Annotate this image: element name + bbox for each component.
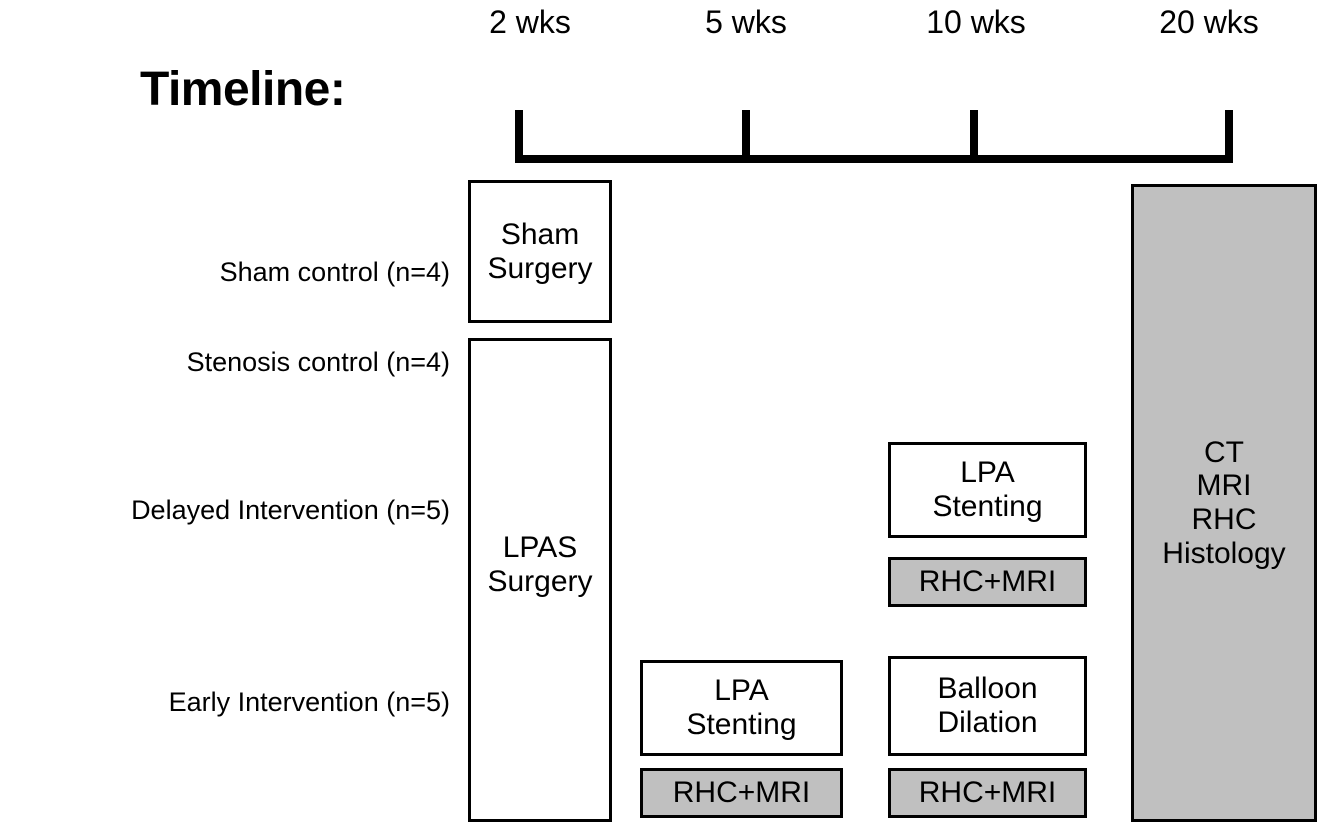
box-early-rhc-mri-5wks: RHC+MRI (640, 768, 843, 818)
box-delayed-lpa-stenting-line-2: Stenting (932, 490, 1043, 523)
box-lpas-surgery: LPAS Surgery (468, 338, 612, 822)
row-label-delayed-intervention: Delayed Intervention (n=5) (131, 495, 450, 525)
box-early-rhc-mri-5wks-line-1: RHC+MRI (672, 776, 811, 810)
box-lpas-surgery-line-1: LPAS (502, 531, 578, 564)
row-label-stenosis-control: Stenosis control (n=4) (186, 347, 450, 377)
tick-label-5wks: 5 wks (705, 4, 787, 40)
tick-label-2wks: 2 wks (489, 4, 571, 40)
box-terminal-endpoint-line-3: RHC (1191, 503, 1257, 536)
timeline-tick-10wks (970, 110, 978, 158)
box-sham-surgery-line-1: Sham (500, 217, 580, 251)
timeline-axis-line (515, 155, 1233, 163)
timeline-tick-2wks (515, 110, 523, 158)
row-label-sham-control: Sham control (n=4) (219, 257, 450, 287)
box-early-lpa-stenting-line-2: Stenting (686, 708, 797, 741)
tick-label-20wks: 20 wks (1159, 4, 1259, 40)
page-title: Timeline: (140, 63, 346, 116)
box-sham-surgery-line-2: Surgery (487, 251, 593, 285)
box-early-lpa-stenting: LPA Stenting (640, 660, 843, 756)
box-early-lpa-stenting-line-1: LPA (714, 674, 769, 708)
box-lpas-surgery-line-2: Surgery (487, 564, 593, 598)
row-label-early-intervention: Early Intervention (n=5) (168, 687, 450, 717)
box-delayed-lpa-stenting-line-1: LPA (960, 456, 1015, 490)
box-terminal-endpoint-line-1: CT (1204, 435, 1244, 469)
box-delayed-rhc-mri-line-1: RHC+MRI (918, 565, 1057, 599)
box-balloon-dilation-line-1: Balloon (937, 672, 1038, 706)
box-terminal-endpoint-line-4: Histology (1162, 536, 1286, 570)
box-early-rhc-mri-10wks: RHC+MRI (888, 768, 1087, 818)
box-delayed-lpa-stenting: LPA Stenting (888, 442, 1087, 538)
box-delayed-rhc-mri: RHC+MRI (888, 557, 1087, 607)
tick-label-10wks: 10 wks (926, 4, 1026, 40)
box-terminal-endpoint: CT MRI RHC Histology (1131, 184, 1317, 822)
box-terminal-endpoint-line-2: MRI (1196, 469, 1252, 503)
box-early-rhc-mri-10wks-line-1: RHC+MRI (918, 776, 1057, 810)
box-balloon-dilation-line-2: Dilation (937, 706, 1038, 739)
timeline-tick-5wks (742, 110, 750, 158)
box-sham-surgery: Sham Surgery (468, 180, 612, 323)
box-balloon-dilation: Balloon Dilation (888, 656, 1087, 756)
timeline-tick-20wks (1225, 110, 1233, 158)
